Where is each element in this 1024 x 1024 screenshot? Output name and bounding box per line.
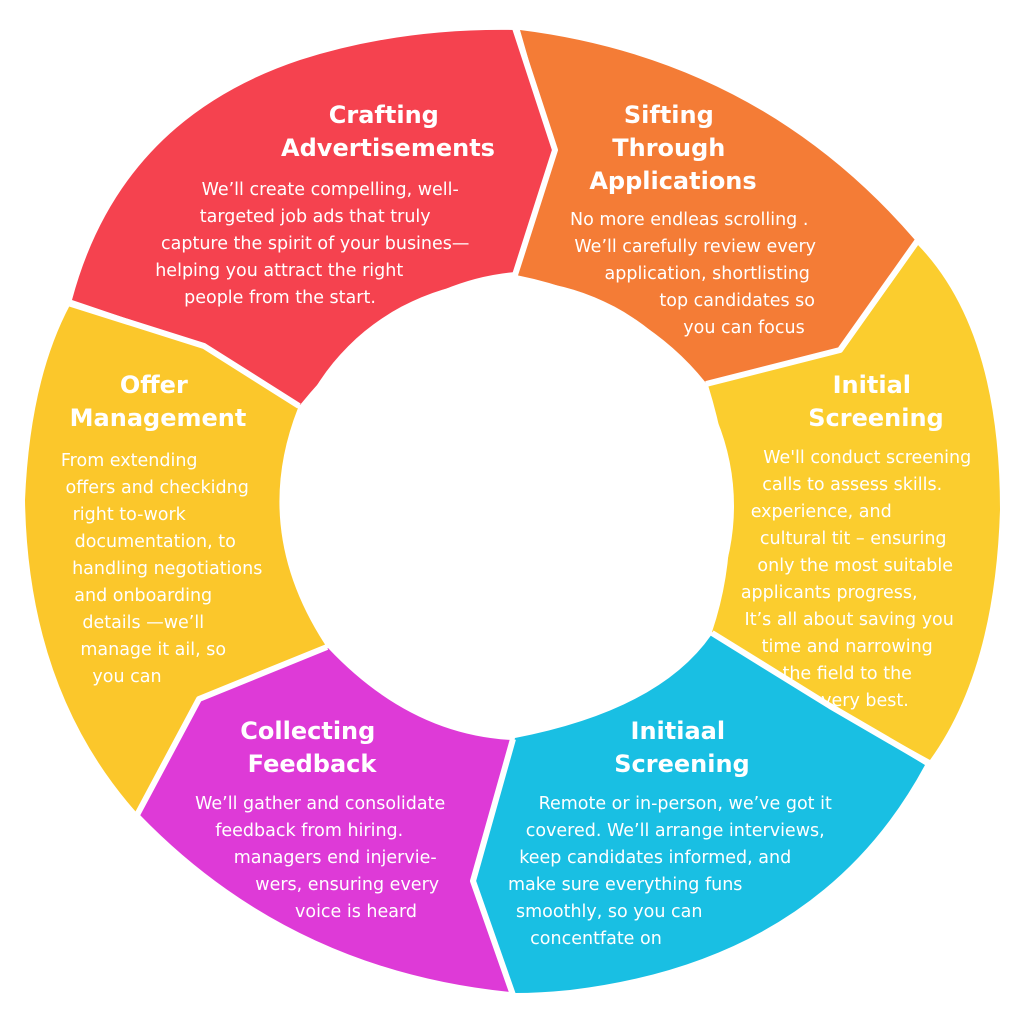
segment-sifting-body-line: application, shortlisting (605, 264, 810, 284)
divider-feedback-offer (134, 644, 329, 817)
segment-crafting-body-line: helping you attract the right (155, 261, 403, 281)
segment-interview-body-line: smoothly, so you can (516, 902, 702, 922)
segment-feedback-title-line: Collecting (240, 717, 375, 745)
segment-offer-body-line: offers and checkidng (66, 478, 249, 498)
segment-offer-shape (25, 305, 326, 812)
segment-feedback-shape (140, 648, 512, 992)
segment-feedback-body-line: feedback from hiring. (215, 821, 403, 841)
divider-screening-interview (710, 630, 930, 766)
segment-offer-title-line: Offer (120, 371, 188, 399)
segment-crafting-body-line: We’ll create compelling, well- (202, 180, 459, 200)
segment-crafting-title-line: Crafting (329, 101, 439, 129)
segment-interview-body-line: make sure everything funs (508, 875, 742, 895)
segment-crafting-title: Crafting Advertisements (281, 101, 495, 162)
segment-feedback-title: Collecting Feedback (240, 717, 383, 778)
segment-crafting-title-line: Advertisements (281, 134, 495, 162)
segment-sifting-body-line: top candidates so (659, 291, 815, 311)
segment-screening-title-line: Screening (808, 404, 943, 432)
divider-offer-crafting (67, 300, 301, 409)
segment-feedback-title-line: Feedback (248, 750, 378, 778)
segment-screening-title: Initial Screening (808, 371, 943, 432)
segment-sifting-title-line: Applications (589, 167, 756, 195)
segment-sifting-body: No more endleas scrolling . We’ll carefu… (570, 210, 822, 338)
segment-screening-body: We'll conduct screening calls to assess … (741, 448, 977, 711)
segment-screening-body-line: It’s all about saving you (745, 610, 954, 630)
divider-sifting-screening (705, 238, 921, 387)
segment-screening-shape (708, 245, 1000, 760)
segment-offer-body-line: manage it ail, so (80, 640, 226, 660)
segment-offer: Offer Management From extending offers a… (25, 305, 326, 812)
segment-interview-body: Remote or in-person, we’ve got it covere… (508, 794, 837, 949)
segment-interview-title: Initiaal Screening (614, 717, 749, 778)
segment-offer-body: From extending offers and checkidng righ… (61, 451, 268, 687)
segment-feedback: Collecting Feedback We’ll gather and con… (140, 648, 512, 992)
segment-crafting-body: We’ll create compelling, well- targeted … (155, 180, 475, 308)
segment-offer-title-line: Management (70, 404, 247, 432)
segment-screening-body-line: calls to assess skills. (762, 475, 942, 495)
segment-crafting: Crafting Advertisements We’ll create com… (72, 29, 555, 405)
segment-screening-body-line: the field to the (782, 664, 911, 684)
segment-feedback-body-line: managers end injervie- (234, 848, 437, 868)
segment-sifting-body-line: We’ll carefully review every (574, 237, 816, 257)
segment-dividers (67, 27, 930, 996)
segment-interview-title-line: Initiaal (631, 717, 726, 745)
segment-feedback-body-line: We’ll gather and consolidate (195, 794, 445, 814)
segment-feedback-body: We’ll gather and consolidate feedback fr… (195, 794, 451, 922)
segment-screening-body-line: only the most suitable (757, 556, 953, 576)
segment-offer-body-line: right to-work (73, 505, 187, 525)
segment-crafting-body-line: capture the spirit of your busines— (161, 234, 469, 254)
segment-interview-body-line: concentfate on (530, 929, 662, 949)
segment-sifting-title-line: Sifting (624, 101, 714, 129)
segment-crafting-body-line: targeted job ads that truly (200, 207, 431, 227)
segment-sifting-title: Sifting Through Applications (589, 101, 756, 195)
divider-crafting-sifting (512, 27, 558, 276)
segment-interview-body-line: covered. We’ll arrange interviews, (526, 821, 825, 841)
segment-interview: Initiaal Screening Remote or in-person, … (475, 634, 925, 993)
segment-offer-body-line: details —we’ll (82, 613, 204, 633)
segment-screening-title-line: Initial (833, 371, 911, 399)
segment-sifting-title-line: Through (612, 134, 725, 162)
segment-feedback-body-line: voice is heard (295, 902, 417, 922)
segment-interview-body-line: keep candidates informed, and (519, 848, 791, 868)
segment-screening-body-line: applicants progress, (741, 583, 918, 603)
segment-screening-body-line: experience, and (751, 502, 892, 522)
segment-offer-body-line: From extending (61, 451, 198, 471)
segment-screening: Initial Screening We'll conduct screenin… (708, 245, 1000, 760)
segment-crafting-shape (72, 29, 555, 405)
segment-sifting: Sifting Through Applications No more end… (516, 30, 915, 383)
segment-screening-body-line: cultural tit – ensuring (760, 529, 947, 549)
segment-screening-body-line: We'll conduct screening (763, 448, 971, 468)
segment-screening-body-line: very best. (821, 691, 909, 711)
segment-offer-body-line: and onboarding (74, 586, 212, 606)
segment-sifting-shape (516, 30, 915, 383)
segment-feedback-body-line: wers, ensuring every (255, 875, 439, 895)
segment-sifting-body-line: No more endleas scrolling . (570, 210, 808, 230)
segment-offer-title: Offer Management (70, 371, 247, 432)
segment-interview-shape (475, 634, 925, 993)
center-hole (282, 280, 734, 732)
segment-offer-body-line: you can (92, 667, 161, 687)
segment-sifting-body-line: you can focus (683, 318, 804, 338)
segment-interview-body-line: Remote or in-person, we’ve got it (539, 794, 832, 814)
segment-crafting-body-line: people from the start. (184, 288, 376, 308)
segment-interview-title-line: Screening (614, 750, 749, 778)
segment-offer-body-line: documentation, to (75, 532, 236, 552)
segment-offer-body-line: handling negotiations (72, 559, 262, 579)
divider-interview-feedback (470, 738, 516, 996)
segment-screening-body-line: time and narrowing (762, 637, 933, 657)
